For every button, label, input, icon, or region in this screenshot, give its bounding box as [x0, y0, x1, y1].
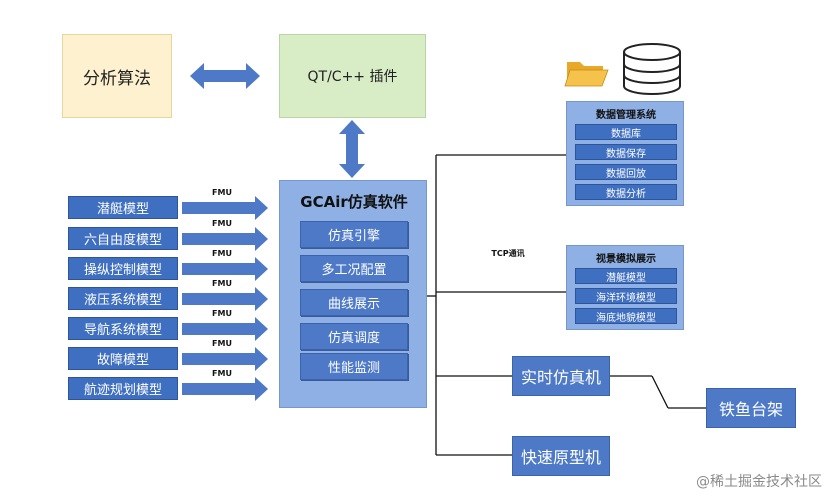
model-6dof: 六自由度模型: [68, 227, 178, 250]
model-submarine: 潜艇模型: [68, 196, 178, 219]
iron-bird-rig-box: 铁鱼台架: [706, 388, 796, 428]
folder-icon: [564, 62, 609, 87]
model-hydraulic: 液压系统模型: [68, 287, 178, 310]
watermark: @稀土掘金技术社区: [696, 474, 822, 490]
sim-item-engine: 仿真引擎: [300, 221, 408, 248]
fmu-label: FMU: [212, 308, 232, 318]
fmu-label: FMU: [212, 278, 232, 288]
sim-item-scheduling: 仿真调度: [300, 323, 408, 350]
data-item-replay: 数据回放: [575, 164, 677, 180]
fmu-label: FMU: [212, 187, 232, 197]
visual-item-ocean: 海洋环境模型: [575, 288, 677, 304]
data-management-title: 数据管理系统: [596, 109, 656, 121]
model-path-planning: 航迹规划模型: [68, 377, 178, 400]
visual-item-submarine: 潜艇模型: [575, 268, 677, 284]
data-management-panel: 数据管理系统 数据库 数据保存 数据回放 数据分析: [566, 101, 684, 206]
analysis-algorithm-box: 分析算法: [62, 34, 172, 118]
model-control: 操纵控制模型: [68, 257, 178, 280]
visual-display-title: 视景模拟展示: [596, 253, 656, 265]
sim-item-curves: 曲线展示: [300, 289, 408, 316]
database-icon: [623, 43, 681, 95]
visual-item-seabed: 海底地貌模型: [575, 308, 677, 324]
data-item-database: 数据库: [575, 124, 677, 140]
double-arrow-plugin-sim: [339, 120, 365, 178]
realtime-simulator-box: 实时仿真机: [512, 356, 610, 396]
fmu-label: FMU: [212, 338, 232, 348]
tcp-label: TCP通讯: [491, 248, 525, 258]
bus-lines: [427, 154, 706, 456]
fmu-label: FMU: [212, 248, 232, 258]
data-item-save: 数据保存: [575, 144, 677, 160]
qt-plugin-box: QT/C++ 插件: [279, 34, 426, 118]
fmu-label: FMU: [212, 368, 232, 378]
model-fault: 故障模型: [68, 347, 178, 370]
model-navigation: 导航系统模型: [68, 317, 178, 340]
fmu-arrows: [182, 196, 268, 401]
gcair-sim-software-box: GCAir仿真软件 仿真引擎 多工况配置 曲线展示 仿真调度 性能监测: [279, 180, 427, 408]
double-arrow-algo-plugin: [190, 63, 260, 89]
sim-item-multi-config: 多工况配置: [300, 255, 408, 282]
visual-display-panel: 视景模拟展示 潜艇模型 海洋环境模型 海底地貌模型: [566, 245, 684, 330]
sim-item-monitoring: 性能监测: [300, 353, 408, 380]
data-item-analysis: 数据分析: [575, 184, 677, 200]
sim-software-title: GCAir仿真软件: [300, 192, 408, 211]
rapid-prototype-box: 快速原型机: [512, 436, 610, 476]
fmu-label: FMU: [212, 218, 232, 228]
